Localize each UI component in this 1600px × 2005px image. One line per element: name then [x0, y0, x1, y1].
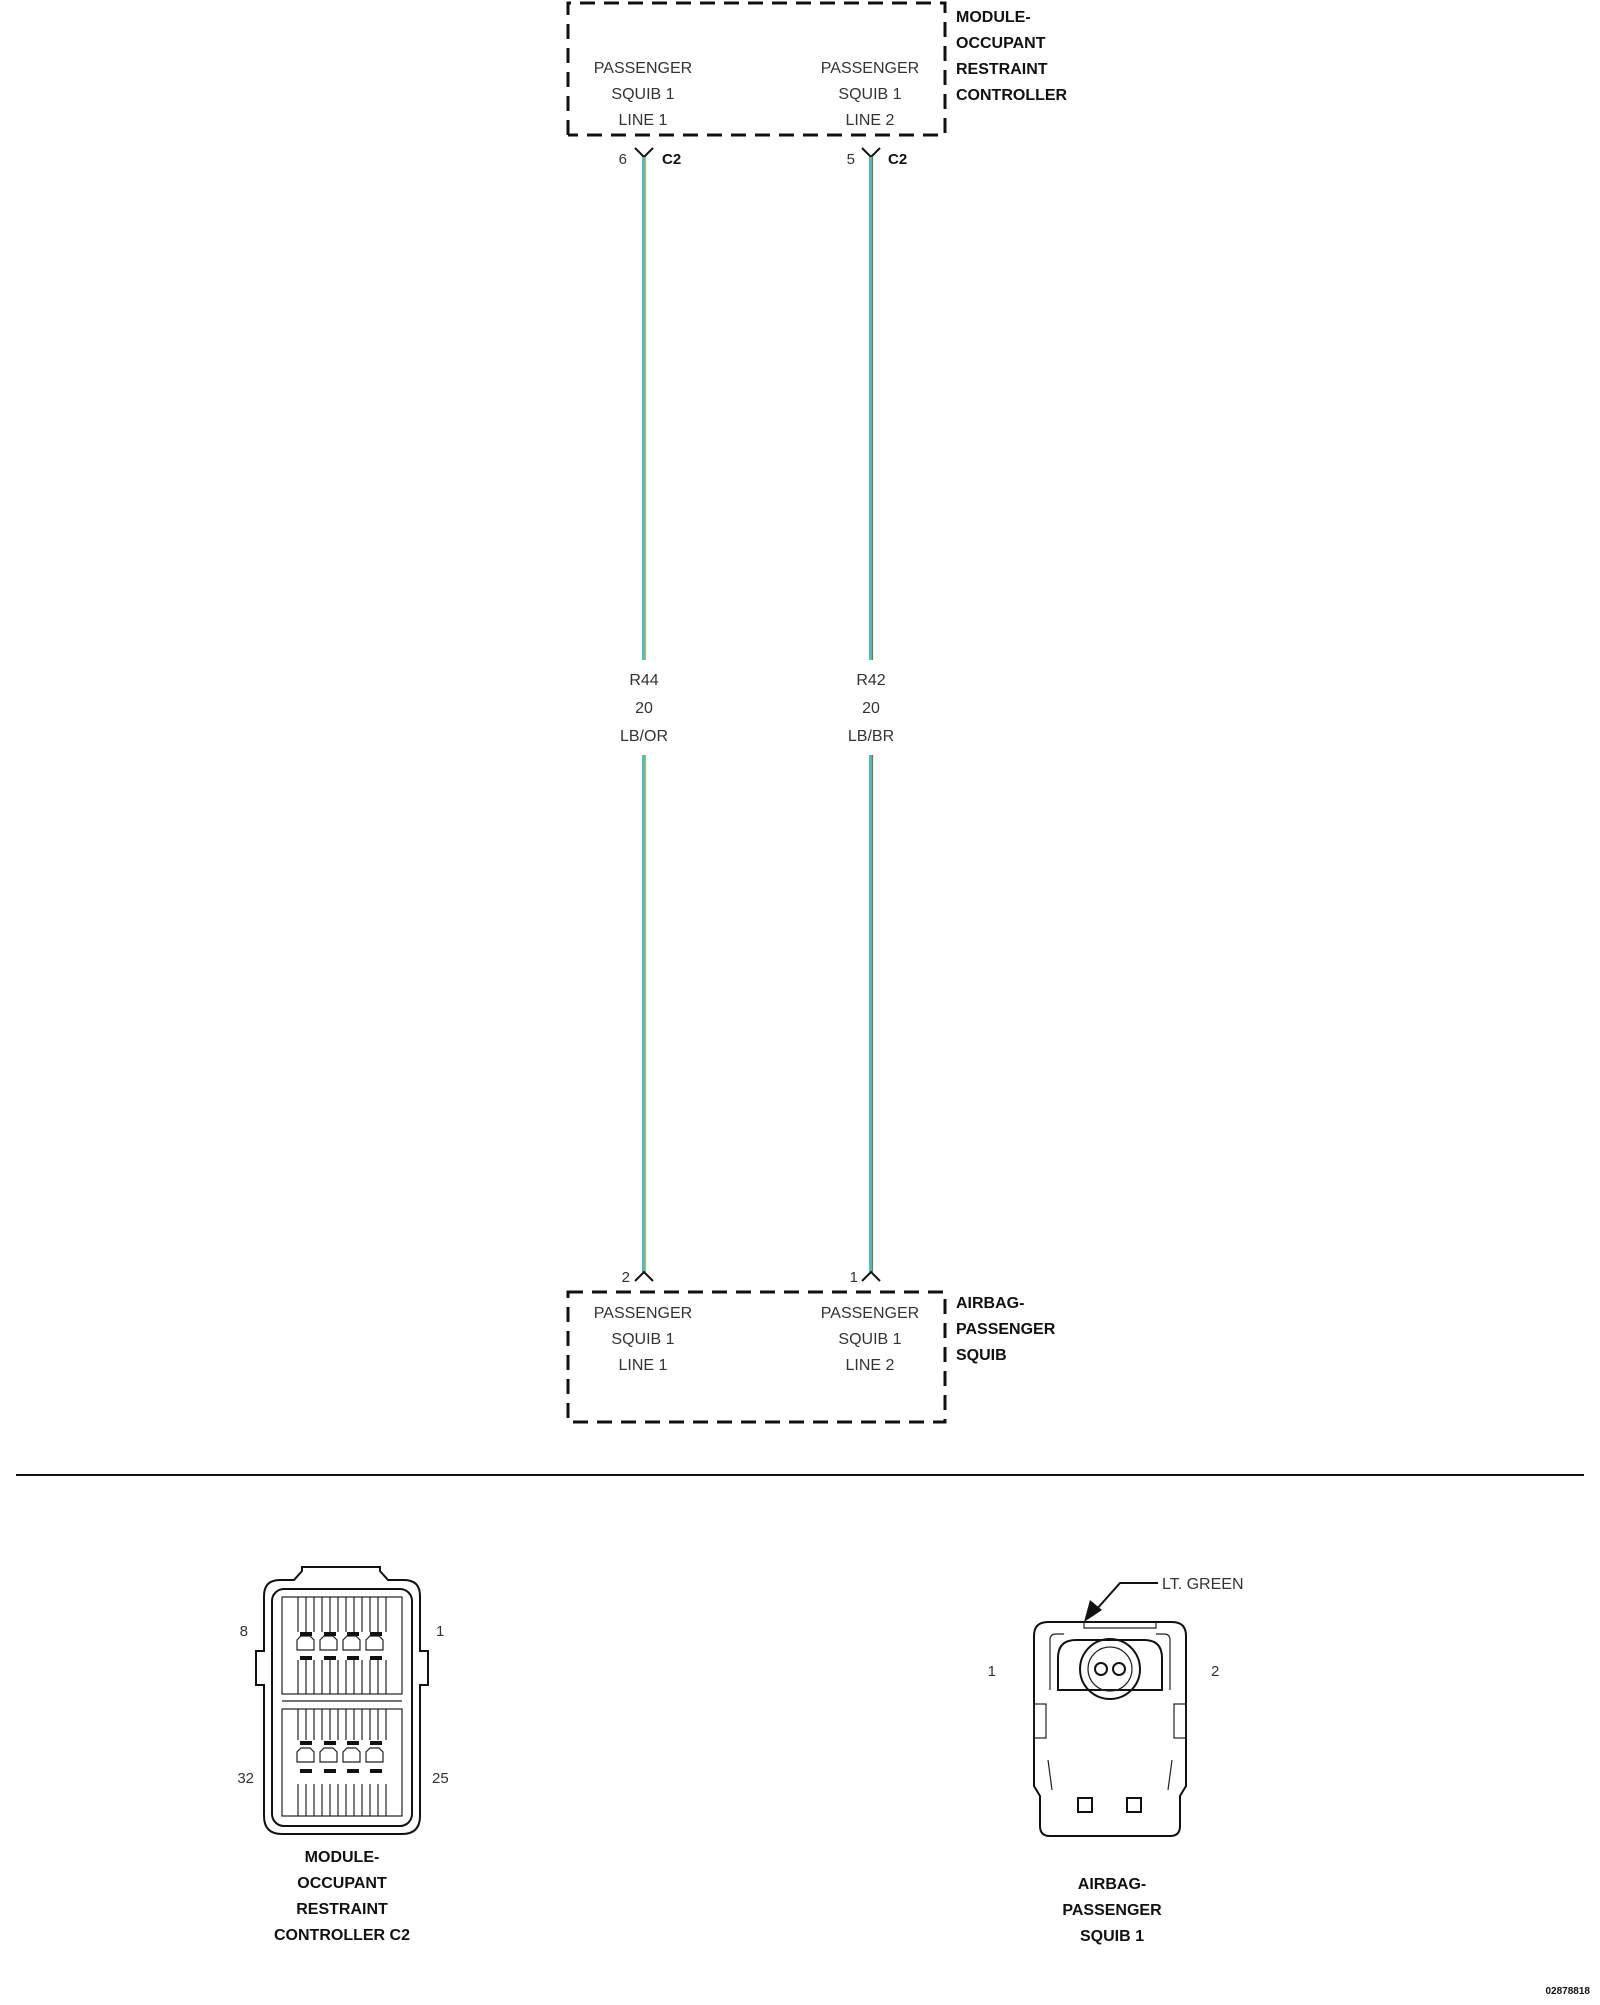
squib-side-rib-right: [1167, 1759, 1173, 1791]
wire-r44-color-label: LB/OR: [620, 728, 668, 745]
wire-r44-gauge-label: 20: [635, 700, 653, 717]
squib-left-shoulder: [1049, 1633, 1064, 1690]
controller-view-title-line-1: MODULE-: [305, 1849, 380, 1866]
airbag-title-line-1: AIRBAG-: [956, 1295, 1024, 1312]
squib-top-key: [1083, 1622, 1157, 1629]
squib-terminal-1: [1094, 1662, 1108, 1676]
airbag-title-line-2: PASSENGER: [956, 1321, 1056, 1338]
module-title-line-2: OCCUPANT: [956, 35, 1046, 52]
module-circuit-left-line-3: LINE 1: [619, 112, 668, 129]
squib-callout-leader: [1095, 1582, 1158, 1611]
wire-r42-circuit-label: R42: [856, 672, 885, 689]
controller-pin-25-label: 25: [432, 1770, 449, 1787]
airbag-dashed-outline: [566, 1290, 947, 1424]
controller-upper-lower-comb: [297, 1660, 387, 1694]
module-circuit-right-line-3: LINE 2: [846, 112, 895, 129]
squib-socket-outer: [1079, 1638, 1141, 1700]
controller-housing-inner: [271, 1588, 413, 1827]
module-title-line-1: MODULE-: [956, 9, 1031, 26]
wire-r44-bottom-connector-symbol: [634, 1270, 654, 1282]
controller-pin-1-label: 1: [436, 1623, 444, 1640]
wire-r44-top-pin: 6: [619, 151, 627, 168]
controller-lower-terminal-comb: [297, 1709, 387, 1740]
wire-r44: 6 C2 R44 20 LB/OR 2: [619, 147, 681, 1286]
wire-r42-gauge-label: 20: [862, 700, 880, 717]
controller-pin-8-label: 8: [240, 1623, 248, 1640]
squib-right-latch: [1173, 1703, 1187, 1739]
squib-view-title-line-3: SQUIB 1: [1080, 1928, 1144, 1945]
airbag-title-line-3: SQUIB: [956, 1347, 1007, 1364]
wire-r44-circuit-label: R44: [629, 672, 658, 689]
squib-side-rib-left: [1047, 1759, 1053, 1791]
squib-callout-arrowhead: [1084, 1600, 1102, 1622]
controller-view-title-line-3: RESTRAINT: [296, 1901, 388, 1918]
module-occupant-restraint-controller: MODULE- OCCUPANT RESTRAINT CONTROLLER PA…: [566, 1, 1068, 137]
wire-r42: 5 C2 R42 20 LB/BR 1: [847, 147, 907, 1286]
squib-vent-left: [1077, 1797, 1093, 1813]
wire-r42-top-connector: C2: [888, 151, 907, 168]
squib-vent-right: [1126, 1797, 1142, 1813]
airbag-circuit-right-line-3: LINE 2: [846, 1357, 895, 1374]
wire-r42-top-pin: 5: [847, 151, 855, 168]
controller-upper-terminal-comb: [297, 1597, 387, 1632]
wire-r42-bottom-connector-symbol: [861, 1270, 881, 1282]
controller-lower-cavity-block: [281, 1708, 403, 1817]
module-dashed-outline: [566, 1, 947, 137]
squib-socket-inner: [1087, 1646, 1133, 1692]
wire-r44-top-connector-symbol: [634, 147, 654, 159]
module-circuit-left-line-1: PASSENGER: [594, 60, 692, 77]
controller-lower-latch-marks: [300, 1741, 382, 1773]
controller-housing-outline: [255, 1566, 429, 1835]
squib-pin-2-label: 2: [1211, 1663, 1219, 1680]
airbag-circuit-right-line-1: PASSENGER: [821, 1305, 919, 1322]
controller-upper-latch-marks: [300, 1632, 382, 1660]
wire-r42-bottom-pin: 1: [850, 1269, 858, 1286]
airbag-circuit-left-line-2: SQUIB 1: [611, 1331, 674, 1348]
squib-receptacle: [1057, 1639, 1163, 1691]
controller-view-title-line-4: CONTROLLER C2: [274, 1927, 410, 1944]
controller-lower-cavities: [296, 1747, 384, 1763]
document-number: 02878818: [1546, 1986, 1591, 1997]
squib-right-shoulder: [1156, 1633, 1171, 1690]
squib-callout-label: LT. GREEN: [1162, 1576, 1244, 1593]
controller-upper-cavity-block: [281, 1596, 403, 1695]
controller-c2-connector-view: 8 1 32 25 MODULE- OCCUPANT RESTRAINT CON…: [237, 1566, 449, 1944]
airbag-circuit-left-line-3: LINE 1: [619, 1357, 668, 1374]
wire-r44-top-connector: C2: [662, 151, 681, 168]
airbag-circuit-left-line-1: PASSENGER: [594, 1305, 692, 1322]
module-title-line-4: CONTROLLER: [956, 87, 1068, 104]
module-circuit-right-line-1: PASSENGER: [821, 60, 919, 77]
controller-view-title-line-2: OCCUPANT: [297, 1875, 387, 1892]
wire-r44-bottom-pin: 2: [622, 1269, 630, 1286]
module-circuit-left-line-2: SQUIB 1: [611, 86, 674, 103]
airbag-passenger-squib: AIRBAG- PASSENGER SQUIB PASSENGER SQUIB …: [566, 1290, 1056, 1424]
squib-housing-outline: [1033, 1621, 1187, 1837]
squib-connector-view: LT. GREEN 1 2 AIRBAG- PASSENGER SQUIB 1: [988, 1576, 1244, 1945]
wire-r42-color-label: LB/BR: [848, 728, 894, 745]
squib-pin-1-label: 1: [988, 1663, 996, 1680]
squib-left-latch: [1033, 1703, 1047, 1739]
squib-terminal-2: [1112, 1662, 1126, 1676]
controller-upper-cavities: [296, 1635, 384, 1651]
module-title-line-3: RESTRAINT: [956, 61, 1048, 78]
airbag-circuit-right-line-2: SQUIB 1: [838, 1331, 901, 1348]
controller-lower-lower-comb: [297, 1784, 387, 1816]
controller-pin-32-label: 32: [237, 1770, 254, 1787]
module-circuit-right-line-2: SQUIB 1: [838, 86, 901, 103]
squib-view-title-line-2: PASSENGER: [1062, 1902, 1162, 1919]
squib-view-title-line-1: AIRBAG-: [1078, 1876, 1146, 1893]
wire-r42-top-connector-symbol: [861, 147, 881, 159]
